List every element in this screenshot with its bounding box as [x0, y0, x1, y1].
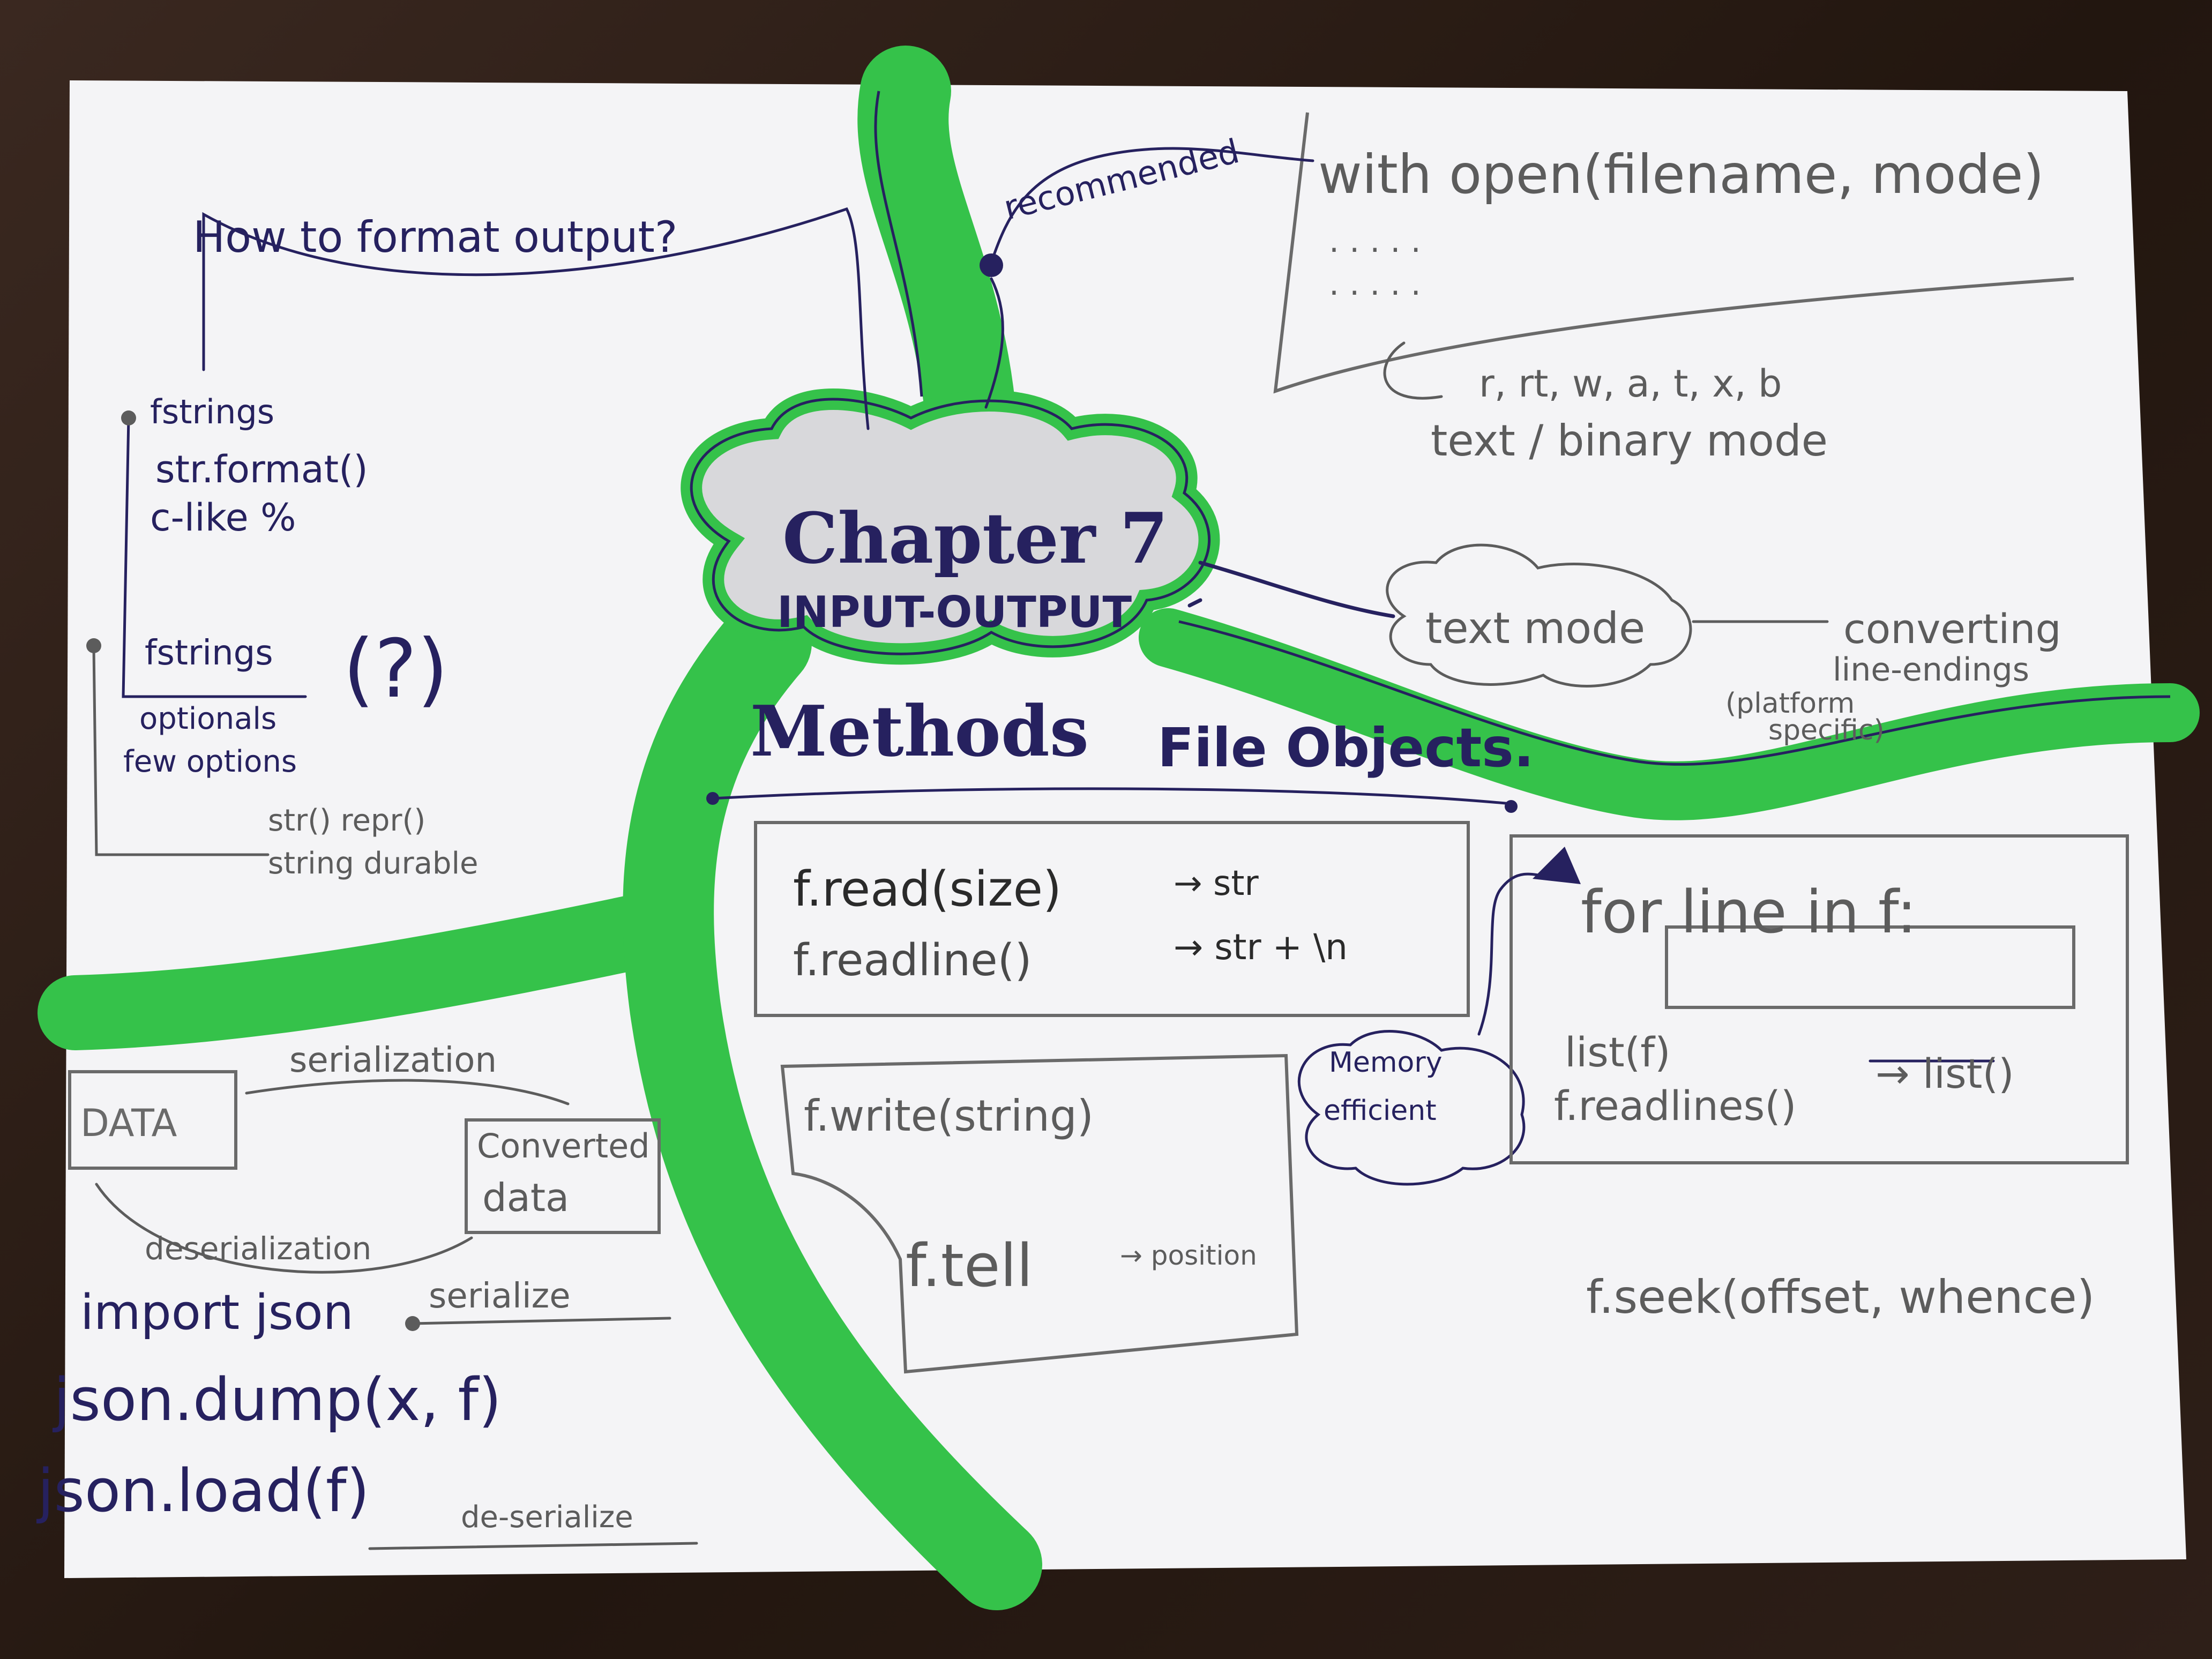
connector-recommended-dot	[980, 253, 1003, 277]
green-branch-down	[623, 597, 1042, 1610]
format-option-str-format: str.format()	[155, 447, 368, 491]
green-branch-right	[1139, 608, 2200, 820]
connector-str-repr-dot	[86, 638, 101, 653]
deserialization-label: deserialization	[145, 1230, 371, 1267]
connector-format-options	[122, 416, 307, 698]
green-branch-top-inkline	[874, 91, 923, 397]
converted-data-box	[465, 1118, 661, 1234]
data-label: DATA	[80, 1101, 177, 1145]
memory-label: Memory	[1329, 1047, 1442, 1079]
text-mode-line-endings: line-endings	[1833, 651, 2029, 689]
connector-methods-dot	[706, 792, 719, 805]
open-call: with open(filename, mode)	[1318, 143, 2044, 206]
write-method: f.write(string)	[804, 1091, 1094, 1141]
deserialize-label: de-serialize	[461, 1500, 633, 1535]
serialization-label: serialization	[289, 1041, 497, 1080]
connector-deserialize-arrow	[368, 1542, 698, 1550]
connector-str-repr	[92, 647, 270, 856]
format-question: How to format output?	[193, 212, 677, 262]
connector-format-question	[202, 207, 870, 430]
converted-label: Converted	[477, 1126, 650, 1165]
for-line-inner-box	[1665, 925, 2075, 1009]
fstrings-note-few-options: few options	[123, 744, 297, 779]
center-cloud-ink	[690, 398, 1210, 655]
write-methods-box	[780, 1053, 1299, 1374]
iteration-result: → list()	[1875, 1050, 2014, 1097]
tell-result: → position	[1120, 1240, 1257, 1271]
for-line-statement: for line in f:	[1581, 878, 1917, 946]
import-json: import json	[80, 1284, 354, 1341]
open-bracket	[1273, 112, 2074, 394]
connector-recommended-tail	[984, 277, 1004, 409]
center-subtitle: INPUT-OUTPUT	[777, 587, 1132, 637]
connector-format-options-dot	[121, 410, 136, 425]
connector-serialize-dot	[405, 1316, 420, 1331]
green-branch-left	[38, 890, 697, 1050]
connector-recommended	[990, 147, 1314, 264]
for-line-box	[1509, 834, 2129, 1164]
efficient-label: efficient	[1324, 1095, 1437, 1127]
text-mode-cloud	[1386, 543, 1692, 687]
readlines-method: f.readlines()	[1554, 1082, 1797, 1130]
string-durable-label: string durable	[268, 846, 479, 881]
data-box	[68, 1070, 237, 1170]
text-mode-converting: converting	[1843, 605, 2061, 653]
memory-efficient-cloud	[1297, 1030, 1526, 1186]
tell-method: f.tell	[906, 1231, 1033, 1300]
connector-serialize-arrow	[411, 1317, 671, 1325]
text-mode-platform: (platform	[1725, 687, 1855, 720]
read-result: → str	[1174, 864, 1259, 903]
format-option-c-like: c-like %	[150, 496, 296, 540]
readline-result: → str + \n	[1174, 926, 1348, 968]
read-methods-box	[754, 821, 1470, 1017]
json-load: json.load(f)	[36, 1456, 370, 1525]
serialize-label: serialize	[429, 1276, 571, 1316]
connector-objects-dot	[1505, 800, 1518, 813]
branch-file-objects: File Objects.	[1157, 716, 1534, 779]
open-ellipsis-1: . . . . .	[1329, 222, 1421, 260]
fstrings-label: fstrings	[145, 633, 273, 673]
connector-deserialization	[95, 1183, 473, 1274]
converted-data-label: data	[482, 1175, 569, 1220]
open-ellipsis-2: . . . . .	[1329, 265, 1421, 303]
connector-text-mode	[1198, 561, 1395, 618]
format-option-fstrings: fstrings	[150, 392, 274, 431]
connector-text-mode-back	[1187, 598, 1202, 608]
text-mode-label: text mode	[1425, 603, 1645, 653]
paper-sheet	[64, 80, 2186, 1578]
connector-serialization	[245, 1079, 570, 1105]
connector-memory-arrowhead	[1533, 847, 1581, 884]
connector-memory	[1477, 872, 1556, 1036]
text-mode-specific: specific)	[1768, 714, 1885, 746]
json-dump: json.dump(x, f)	[53, 1365, 502, 1434]
read-method: f.read(size)	[793, 861, 1062, 917]
open-modes: r, rt, w, a, t, x, b	[1479, 362, 1782, 406]
fstrings-note-optionals: optionals	[139, 701, 276, 736]
list-f: list(f)	[1565, 1028, 1671, 1076]
green-branch-right-inkline	[1178, 620, 2171, 766]
open-mode-note: text / binary mode	[1431, 416, 1828, 466]
connector-methods-line	[711, 787, 1513, 805]
connector-modes	[1383, 341, 1443, 400]
str-repr-label: str() repr()	[268, 803, 425, 838]
question-mark: (?)	[343, 623, 449, 716]
center-title: Chapter 7	[782, 497, 1168, 579]
branch-methods: Methods	[750, 690, 1089, 772]
readline-method: f.readline()	[793, 935, 1032, 986]
seek-method: f.seek(offset, whence)	[1586, 1271, 2095, 1324]
